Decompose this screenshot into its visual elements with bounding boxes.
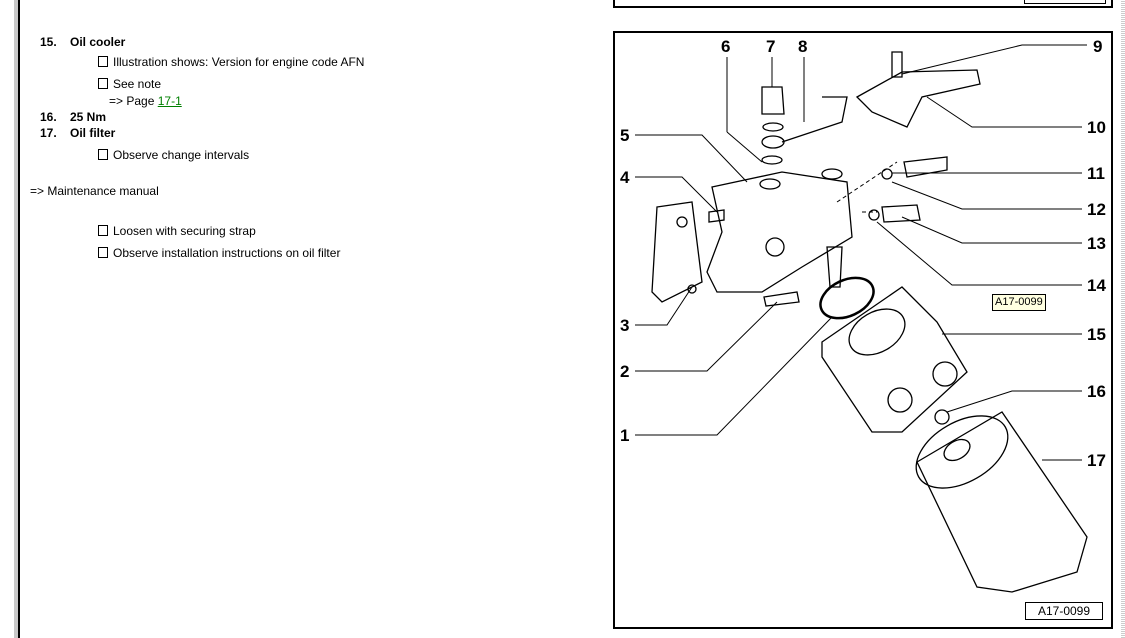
sender-part-11	[903, 156, 948, 178]
note-text: See note	[113, 77, 162, 91]
figure-tooltip: A17-0099	[992, 294, 1046, 311]
checkbox-bullet-icon	[98, 78, 108, 89]
maintenance-reference: => Maintenance manual	[30, 184, 159, 198]
leader-lines	[635, 44, 1087, 461]
item-17-title: Oil filter	[70, 126, 116, 140]
gasket-part-3	[651, 201, 703, 303]
callout-1: 1	[620, 426, 629, 445]
callout-17: 17	[1087, 451, 1106, 470]
page-link-17-1[interactable]: 17-1	[157, 94, 182, 108]
nut-part-16	[934, 409, 950, 425]
oil-filter-part-17	[916, 411, 1088, 593]
banjo-bolt-part-7	[761, 86, 785, 115]
callout-14: 14	[1087, 276, 1106, 295]
callout-13: 13	[1087, 234, 1106, 253]
callout-2: 2	[620, 362, 629, 381]
checkbox-bullet-icon	[98, 149, 108, 160]
callout-8: 8	[798, 37, 807, 56]
checkbox-bullet-icon	[98, 56, 108, 67]
callout-16: 16	[1087, 382, 1106, 401]
callout-11: 11	[1087, 164, 1105, 183]
sender-part-13	[881, 204, 921, 223]
item-17-number: 17.	[40, 126, 57, 140]
note-item: See note	[98, 77, 161, 91]
checkbox-bullet-icon	[98, 225, 108, 236]
callout-15: 15	[1087, 325, 1106, 344]
note-text: Observe installation instructions on oil…	[113, 246, 341, 260]
note-text: Observe change intervals	[113, 148, 250, 162]
note-item: Observe change intervals	[98, 148, 249, 162]
oil-cooler-part-15	[821, 286, 968, 433]
callout-9: 9	[1093, 37, 1102, 56]
callout-7: 7	[766, 37, 775, 56]
note-text: Illustration shows: Version for engine c…	[113, 55, 365, 69]
bracket-part-10	[855, 69, 981, 128]
previous-figure-frame	[613, 0, 1113, 8]
checkbox-bullet-icon	[98, 247, 108, 258]
callout-4: 4	[620, 168, 630, 187]
callout-6: 6	[721, 37, 730, 56]
item-16-number: 16.	[40, 110, 57, 124]
o-ring-part-1	[819, 276, 875, 320]
oil-cooler-diagram: 6 7 8 9 10 11 12 13 14 15 16 17 5 4 3 2 …	[620, 37, 1106, 593]
note-item: Loosen with securing strap	[98, 224, 256, 238]
callout-5: 5	[620, 126, 629, 145]
callout-10: 10	[1087, 118, 1106, 137]
page-reference: => Page 17-1	[109, 94, 182, 108]
right-scrollbar[interactable]	[1121, 0, 1125, 638]
pipe-part-8	[781, 96, 848, 143]
oil-cooler-housing	[706, 171, 853, 293]
previous-figure-label	[1024, 0, 1106, 4]
note-item: Observe installation instructions on oil…	[98, 246, 340, 260]
figure-id-label: A17-0099	[1025, 602, 1103, 620]
ref-prefix: => Page	[109, 94, 158, 108]
callout-3: 3	[620, 316, 629, 335]
item-15-number: 15.	[40, 35, 57, 49]
left-frame-line	[18, 0, 20, 638]
item-16-title: 25 Nm	[70, 110, 107, 124]
callout-12: 12	[1087, 200, 1106, 219]
left-frame-border	[14, 0, 18, 638]
bolt-part-9	[891, 51, 903, 78]
exploded-view-figure: 6 7 8 9 10 11 12 13 14 15 16 17 5 4 3 2 …	[613, 31, 1113, 629]
note-item: Illustration shows: Version for engine c…	[98, 55, 364, 69]
note-text: Loosen with securing strap	[113, 224, 256, 238]
item-15-title: Oil cooler	[70, 35, 126, 49]
